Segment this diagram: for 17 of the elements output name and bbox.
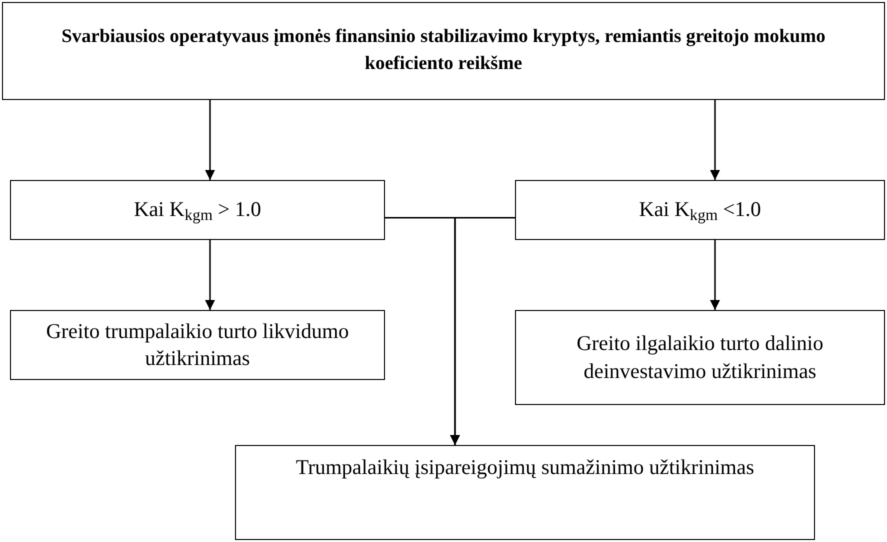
box-text: Svarbiausios operatyvaus įmonės finansinio stabilizavimo kryptys, remiantis greitojo mokumo koeficiento reikšme [60, 25, 827, 76]
process-box [10, 310, 385, 380]
process-box [515, 180, 885, 240]
box-text: Kai K$_{kgm}$ > 1.0 [134, 196, 262, 224]
box-text: Trumpalaikių įsipareigojimų sumažinimo užtikrinimas [296, 454, 754, 481]
process-box [10, 180, 385, 240]
arrow [205, 100, 215, 180]
arrow [710, 240, 720, 310]
arrow [710, 100, 720, 180]
process-box [235, 445, 815, 540]
box-text: Greito ilgalaikio turto dalinio deinvestavimo užtikrinimas [576, 330, 824, 384]
title-box [2, 2, 885, 100]
box-text: Kai K$_{kgm}$ <1.0 [638, 196, 762, 224]
box-text: Greito trumpalaikio turto likvidumo užtikrinimas [45, 318, 350, 372]
arrow [205, 240, 215, 310]
process-box [515, 310, 885, 405]
arrow [450, 217, 515, 445]
